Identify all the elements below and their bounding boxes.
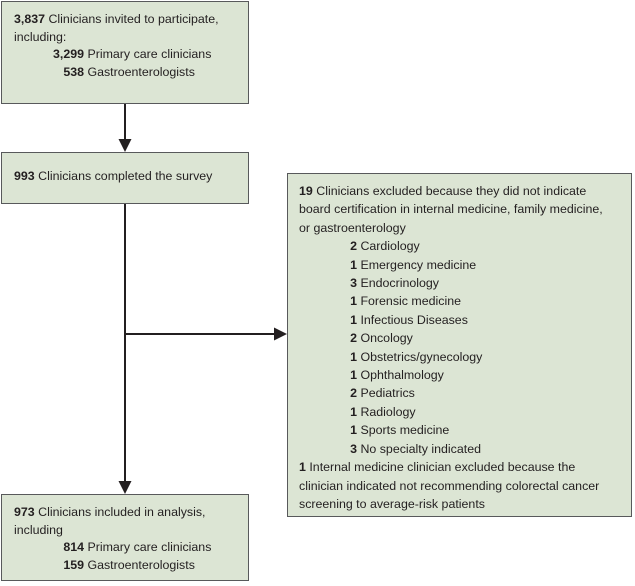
node-completed-line-0: 993 Clinicians completed the survey [14,168,238,186]
node-completed-body: 993 Clinicians completed the survey [2,153,248,195]
node-excluded-sub-9-text: Radiology [360,404,416,419]
node-excluded-sub-2-number: 3 [350,276,357,291]
node-included-sub-0-number: 814 [63,540,84,555]
node-excluded-sub-7: 1 Ophthalmology [299,366,623,384]
node-excluded-sub-7-text: Ophthalmology [360,368,444,383]
node-excluded-sub-8: 2 Pediatrics [299,384,623,402]
node-excluded-sub-10-number: 1 [350,423,357,438]
node-excluded-sub-10-text: Sports medicine [360,423,450,438]
node-excluded-sub-2: 3 Endocrinology [299,274,623,292]
node-included-sub-0: 814 Primary care clinicians [14,539,238,557]
node-excluded-line-2: or gastroenterology [299,219,623,237]
node-excluded-body: 19 Clinicians excluded because they did … [288,174,631,521]
node-included-line-0-text: Clinicians included in analysis, [38,505,206,519]
node-included-line-1-text: including [14,522,63,537]
node-invited-line-1: including: [14,29,238,47]
node-excluded-line-0: 19 Clinicians excluded because they did … [299,182,623,200]
node-invited-line-1-text: including: [14,29,67,44]
node-invited-sub-1-text: Gastroenterologists [87,64,195,79]
node-invited-sub-1: 538 Gastroenterologists [14,64,238,82]
node-included-line-0-number: 973 [14,505,35,519]
node-excluded-trailing-0-text: Internal medicine clinician excluded bec… [309,460,576,475]
node-excluded-sub-0-number: 2 [350,239,357,254]
node-excluded-sub-11-number: 3 [350,441,357,456]
node-excluded-line-0-text: Clinicians excluded because they did not… [316,184,587,198]
node-excluded-sub-11: 3 No specialty indicated [299,440,623,458]
node-excluded-sub-4-number: 1 [350,312,357,327]
node-excluded-sub-1: 1 Emergency medicine [299,256,623,274]
node-excluded-sub-9: 1 Radiology [299,403,623,421]
node-excluded-sub-1-number: 1 [350,257,357,272]
node-excluded-trailing-0: 1 Internal medicine clinician excluded b… [299,458,623,476]
node-excluded-sub-6-number: 1 [350,349,357,364]
node-included-line-0: 973 Clinicians included in analysis, [14,504,238,522]
node-clinicians-included: 973 Clinicians included in analysis, inc… [1,494,249,581]
node-invited-sub-1-number: 538 [63,64,84,79]
node-excluded-sub-2-text: Endocrinology [360,276,439,291]
node-excluded-trailing-0-number: 1 [299,460,306,475]
node-excluded-line-2-text: or gastroenterology [299,220,406,235]
node-excluded-sub-10: 1 Sports medicine [299,421,623,439]
node-included-line-1: including [14,522,238,540]
node-excluded-sub-9-number: 1 [350,404,357,419]
node-excluded-line-1-text: board certification in internal medicine… [299,202,603,217]
node-excluded-trailing-2-text: screening to average-risk patients [299,496,485,511]
node-excluded-sub-5: 2 Oncology [299,329,623,347]
node-clinicians-invited: 3,837 Clinicians invited to participate,… [1,1,249,104]
node-excluded-trailing-2: screening to average-risk patients [299,495,623,513]
node-excluded-sub-3-text: Forensic medicine [360,294,461,309]
node-included-sub-0-text: Primary care clinicians [87,540,212,555]
connector-invited-to-completed [118,104,132,152]
node-excluded-sub-6: 1 Obstetrics/gynecology [299,348,623,366]
node-excluded-sub-0: 2 Cardiology [299,237,623,255]
node-invited-line-0-number: 3,837 [14,12,46,26]
node-excluded-sub-11-text: No specialty indicated [360,441,481,456]
node-included-body: 973 Clinicians included in analysis, inc… [2,495,248,583]
node-excluded-trailing-1: clinician indicated not recommending col… [299,477,623,495]
node-excluded-sub-0-text: Cardiology [360,239,420,254]
node-completed-line-0-text: Clinicians completed the survey [38,169,213,183]
node-included-sub-1: 159 Gastroenterologists [14,557,238,575]
node-excluded-sub-5-number: 2 [350,331,357,346]
node-included-sub-1-number: 159 [63,557,84,572]
node-excluded-sub-7-number: 1 [350,368,357,383]
node-clinicians-completed: 993 Clinicians completed the survey [1,152,249,204]
connector-completed-to-excluded [125,327,287,341]
connector-completed-to-included [118,204,132,494]
node-invited-line-0-text: Clinicians invited to participate, [48,12,219,26]
node-excluded-sub-4-text: Infectious Diseases [360,312,468,327]
node-excluded-line-0-number: 19 [299,184,313,198]
node-invited-sub-0: 3,299 Primary care clinicians [14,46,238,64]
node-excluded-sub-8-number: 2 [350,386,357,401]
node-completed-line-0-number: 993 [14,169,35,183]
node-included-sub-1-text: Gastroenterologists [87,557,195,572]
node-excluded-line-1: board certification in internal medicine… [299,200,623,218]
node-excluded-sub-4: 1 Infectious Diseases [299,311,623,329]
node-excluded-sub-5-text: Oncology [360,331,413,346]
node-clinicians-excluded: 19 Clinicians excluded because they did … [287,173,632,517]
node-excluded-sub-1-text: Emergency medicine [360,257,477,272]
node-invited-line-0: 3,837 Clinicians invited to participate, [14,11,238,29]
node-invited-body: 3,837 Clinicians invited to participate,… [2,2,248,90]
node-excluded-sub-3-number: 1 [350,294,357,309]
node-excluded-sub-8-text: Pediatrics [360,386,415,401]
node-excluded-sub-3: 1 Forensic medicine [299,292,623,310]
node-excluded-sub-6-text: Obstetrics/gynecology [360,349,483,364]
node-invited-sub-0-text: Primary care clinicians [87,47,212,62]
node-invited-sub-0-number: 3,299 [52,47,84,62]
node-excluded-trailing-1-text: clinician indicated not recommending col… [299,478,600,493]
